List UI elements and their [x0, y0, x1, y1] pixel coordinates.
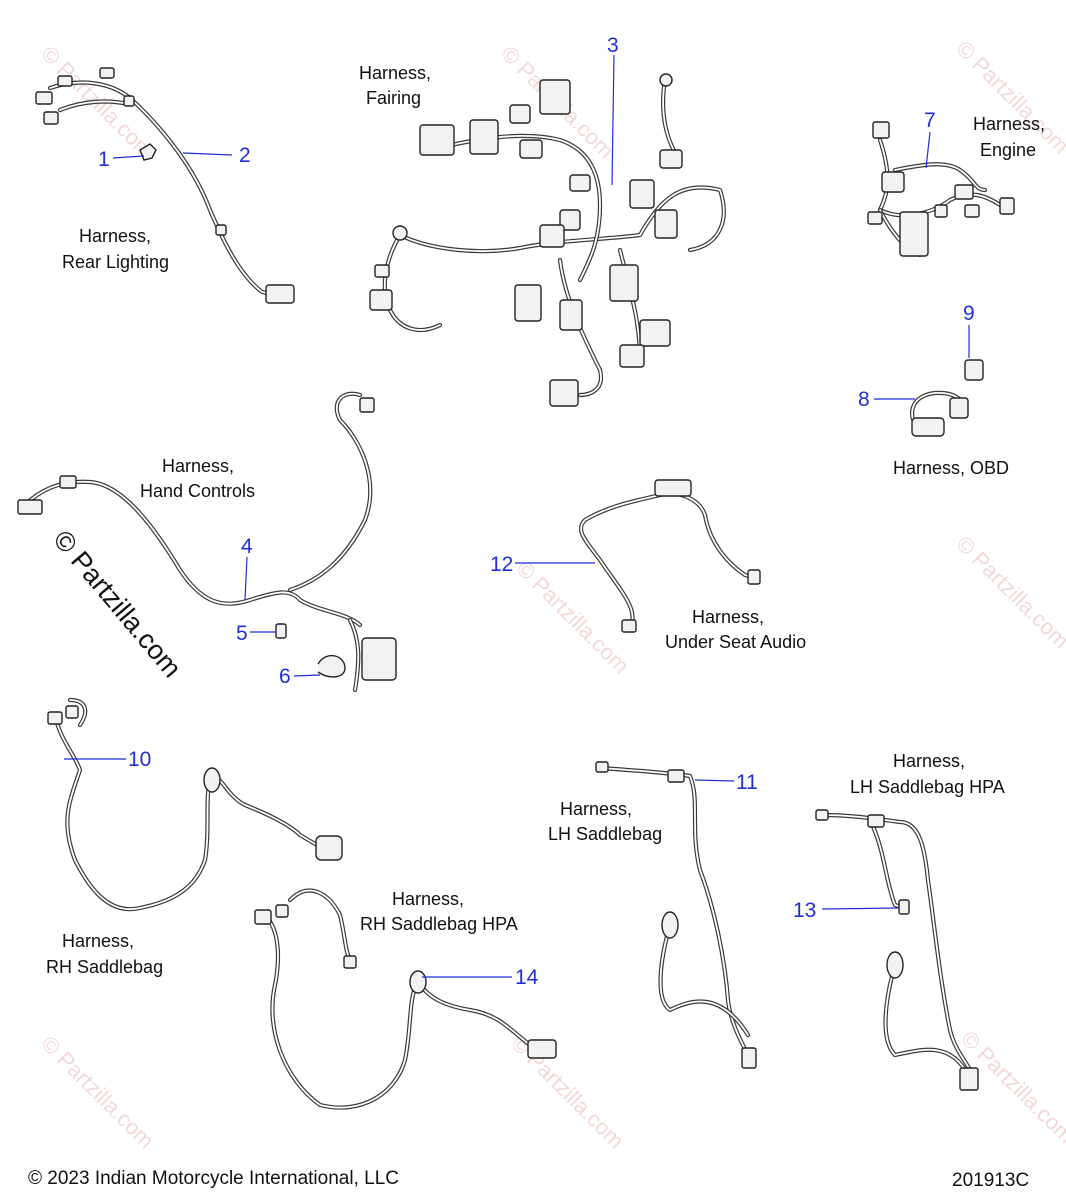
caption-rear-lighting-line1: Harness,: [79, 226, 151, 246]
callout-13: 13: [793, 899, 816, 922]
caption-under-seat-audio-line2: Under Seat Audio: [665, 632, 806, 652]
caption-rh-saddlebag-line1: Harness,: [62, 931, 134, 951]
caption-lh-saddlebag-hpa-line2: LH Saddlebag HPA: [850, 777, 1005, 797]
harness-under-seat-audio: [578, 479, 761, 633]
callout-3: 3: [607, 34, 619, 57]
caption-obd: Harness, OBD: [893, 458, 1009, 478]
harness-hand-controls: [17, 391, 397, 693]
callout-10: 10: [128, 748, 151, 771]
caption-rear-lighting-line2: Rear Lighting: [62, 252, 169, 272]
caption-fairing-line2: Fairing: [366, 88, 421, 108]
harness-rear-lighting: [35, 67, 295, 304]
caption-hand-controls-line1: Harness,: [162, 456, 234, 476]
harness-fairing: [369, 73, 726, 407]
callout-7: 7: [924, 109, 936, 132]
harness-lh-saddlebag-hpa: [815, 809, 979, 1091]
caption-rh-saddlebag-line2: RH Saddlebag: [46, 957, 163, 977]
caption-lh-saddlebag-line1: Harness,: [560, 799, 632, 819]
harness-obd: [910, 359, 984, 437]
caption-rh-saddlebag-hpa-line1: Harness,: [392, 889, 464, 909]
leader-lines: [64, 54, 970, 978]
callout-2: 2: [239, 144, 251, 167]
callout-12: 12: [490, 553, 513, 576]
caption-fairing-line1: Harness,: [359, 63, 431, 83]
caption-engine-line1: Harness,: [973, 114, 1045, 134]
callout-11: 11: [736, 771, 758, 794]
harness-engine: [867, 121, 1015, 258]
callout-4: 4: [241, 535, 253, 558]
caption-lh-saddlebag-hpa-line1: Harness,: [893, 751, 965, 771]
caption-hand-controls-line2: Hand Controls: [140, 481, 255, 501]
callout-numbers: 1 2 3 4 5 6 7 8 9 10 11 12 13 14: [98, 34, 975, 989]
watermark-layer: © Partzilla.com © Partzilla.com © Partzi…: [36, 36, 1066, 1154]
caption-lh-saddlebag-line2: LH Saddlebag: [548, 824, 662, 844]
callout-9: 9: [963, 302, 975, 325]
callout-6: 6: [279, 665, 291, 688]
caption-under-seat-audio-line1: Harness,: [692, 607, 764, 627]
harness-rh-saddlebag-hpa: [254, 888, 557, 1110]
watermark: © Partzilla.com: [506, 1031, 629, 1154]
diagram-id: 201913C: [952, 1170, 1029, 1191]
caption-rh-saddlebag-hpa-line2: RH Saddlebag HPA: [360, 914, 518, 934]
harness-lh-saddlebag: [595, 761, 757, 1069]
watermark: © Partzilla.com: [36, 1031, 159, 1154]
watermark: © Partzilla.com: [511, 556, 634, 679]
copyright-footer: © 2023 Indian Motorcycle International, …: [28, 1168, 399, 1189]
callout-8: 8: [858, 388, 870, 411]
callout-1: 1: [98, 148, 110, 171]
callout-5: 5: [236, 622, 248, 645]
harness-rh-saddlebag: [47, 697, 343, 912]
harness-captions: Harness, Fairing Harness, Rear Lighting …: [46, 63, 1045, 977]
caption-engine-line2: Engine: [980, 140, 1036, 160]
callout-14: 14: [515, 966, 539, 989]
watermark: © Partzilla.com: [951, 531, 1066, 654]
